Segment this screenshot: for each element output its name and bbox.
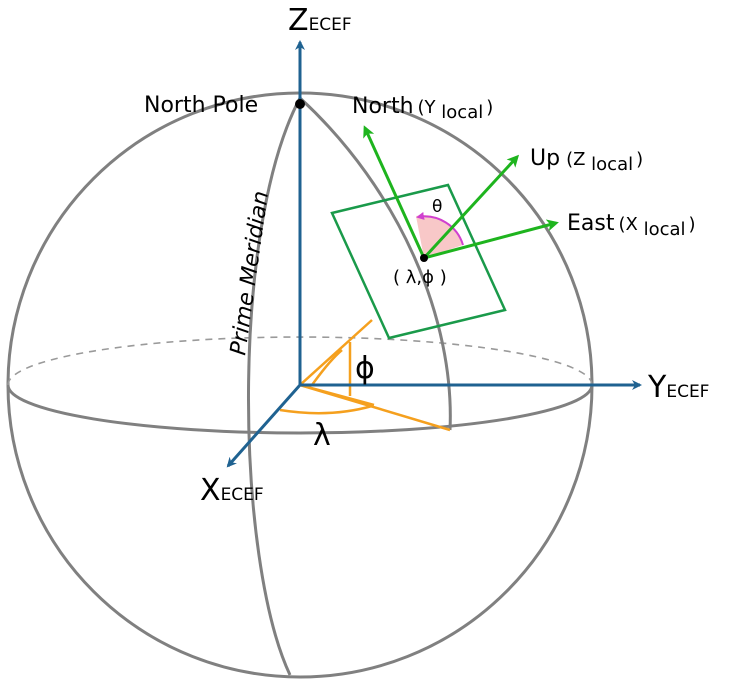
east-local-axis — [423, 219, 559, 260]
prime-meridian — [247, 97, 302, 676]
equator-front — [6, 384, 594, 435]
y-ecef-label: YECEF — [647, 370, 709, 405]
north-local-axis — [363, 125, 426, 259]
local-origin-point — [420, 254, 428, 262]
z-ecef-label: ZECEF — [288, 3, 352, 38]
north-local-label: North(Y local) — [352, 94, 493, 123]
up-local-axis — [422, 154, 520, 260]
phi-label: ϕ — [355, 351, 375, 386]
local-tangent-plane — [330, 183, 507, 340]
theta-arc — [416, 212, 464, 246]
east-local-label: East(X local) — [567, 211, 696, 240]
north-pole-point — [295, 99, 305, 109]
x-ecef-axis — [226, 384, 302, 468]
up-local-label: Up(Z local) — [530, 146, 643, 175]
angle-construction — [279, 319, 451, 432]
point-label: ( λ,ϕ ) — [393, 267, 447, 288]
x-ecef-label: XECEF — [200, 473, 264, 508]
lambda-label: λ — [313, 418, 331, 453]
north-pole-label: North Pole — [144, 93, 258, 118]
prime-meridian-label: Prime Meridian — [226, 189, 274, 356]
theta-label: θ — [432, 197, 442, 217]
